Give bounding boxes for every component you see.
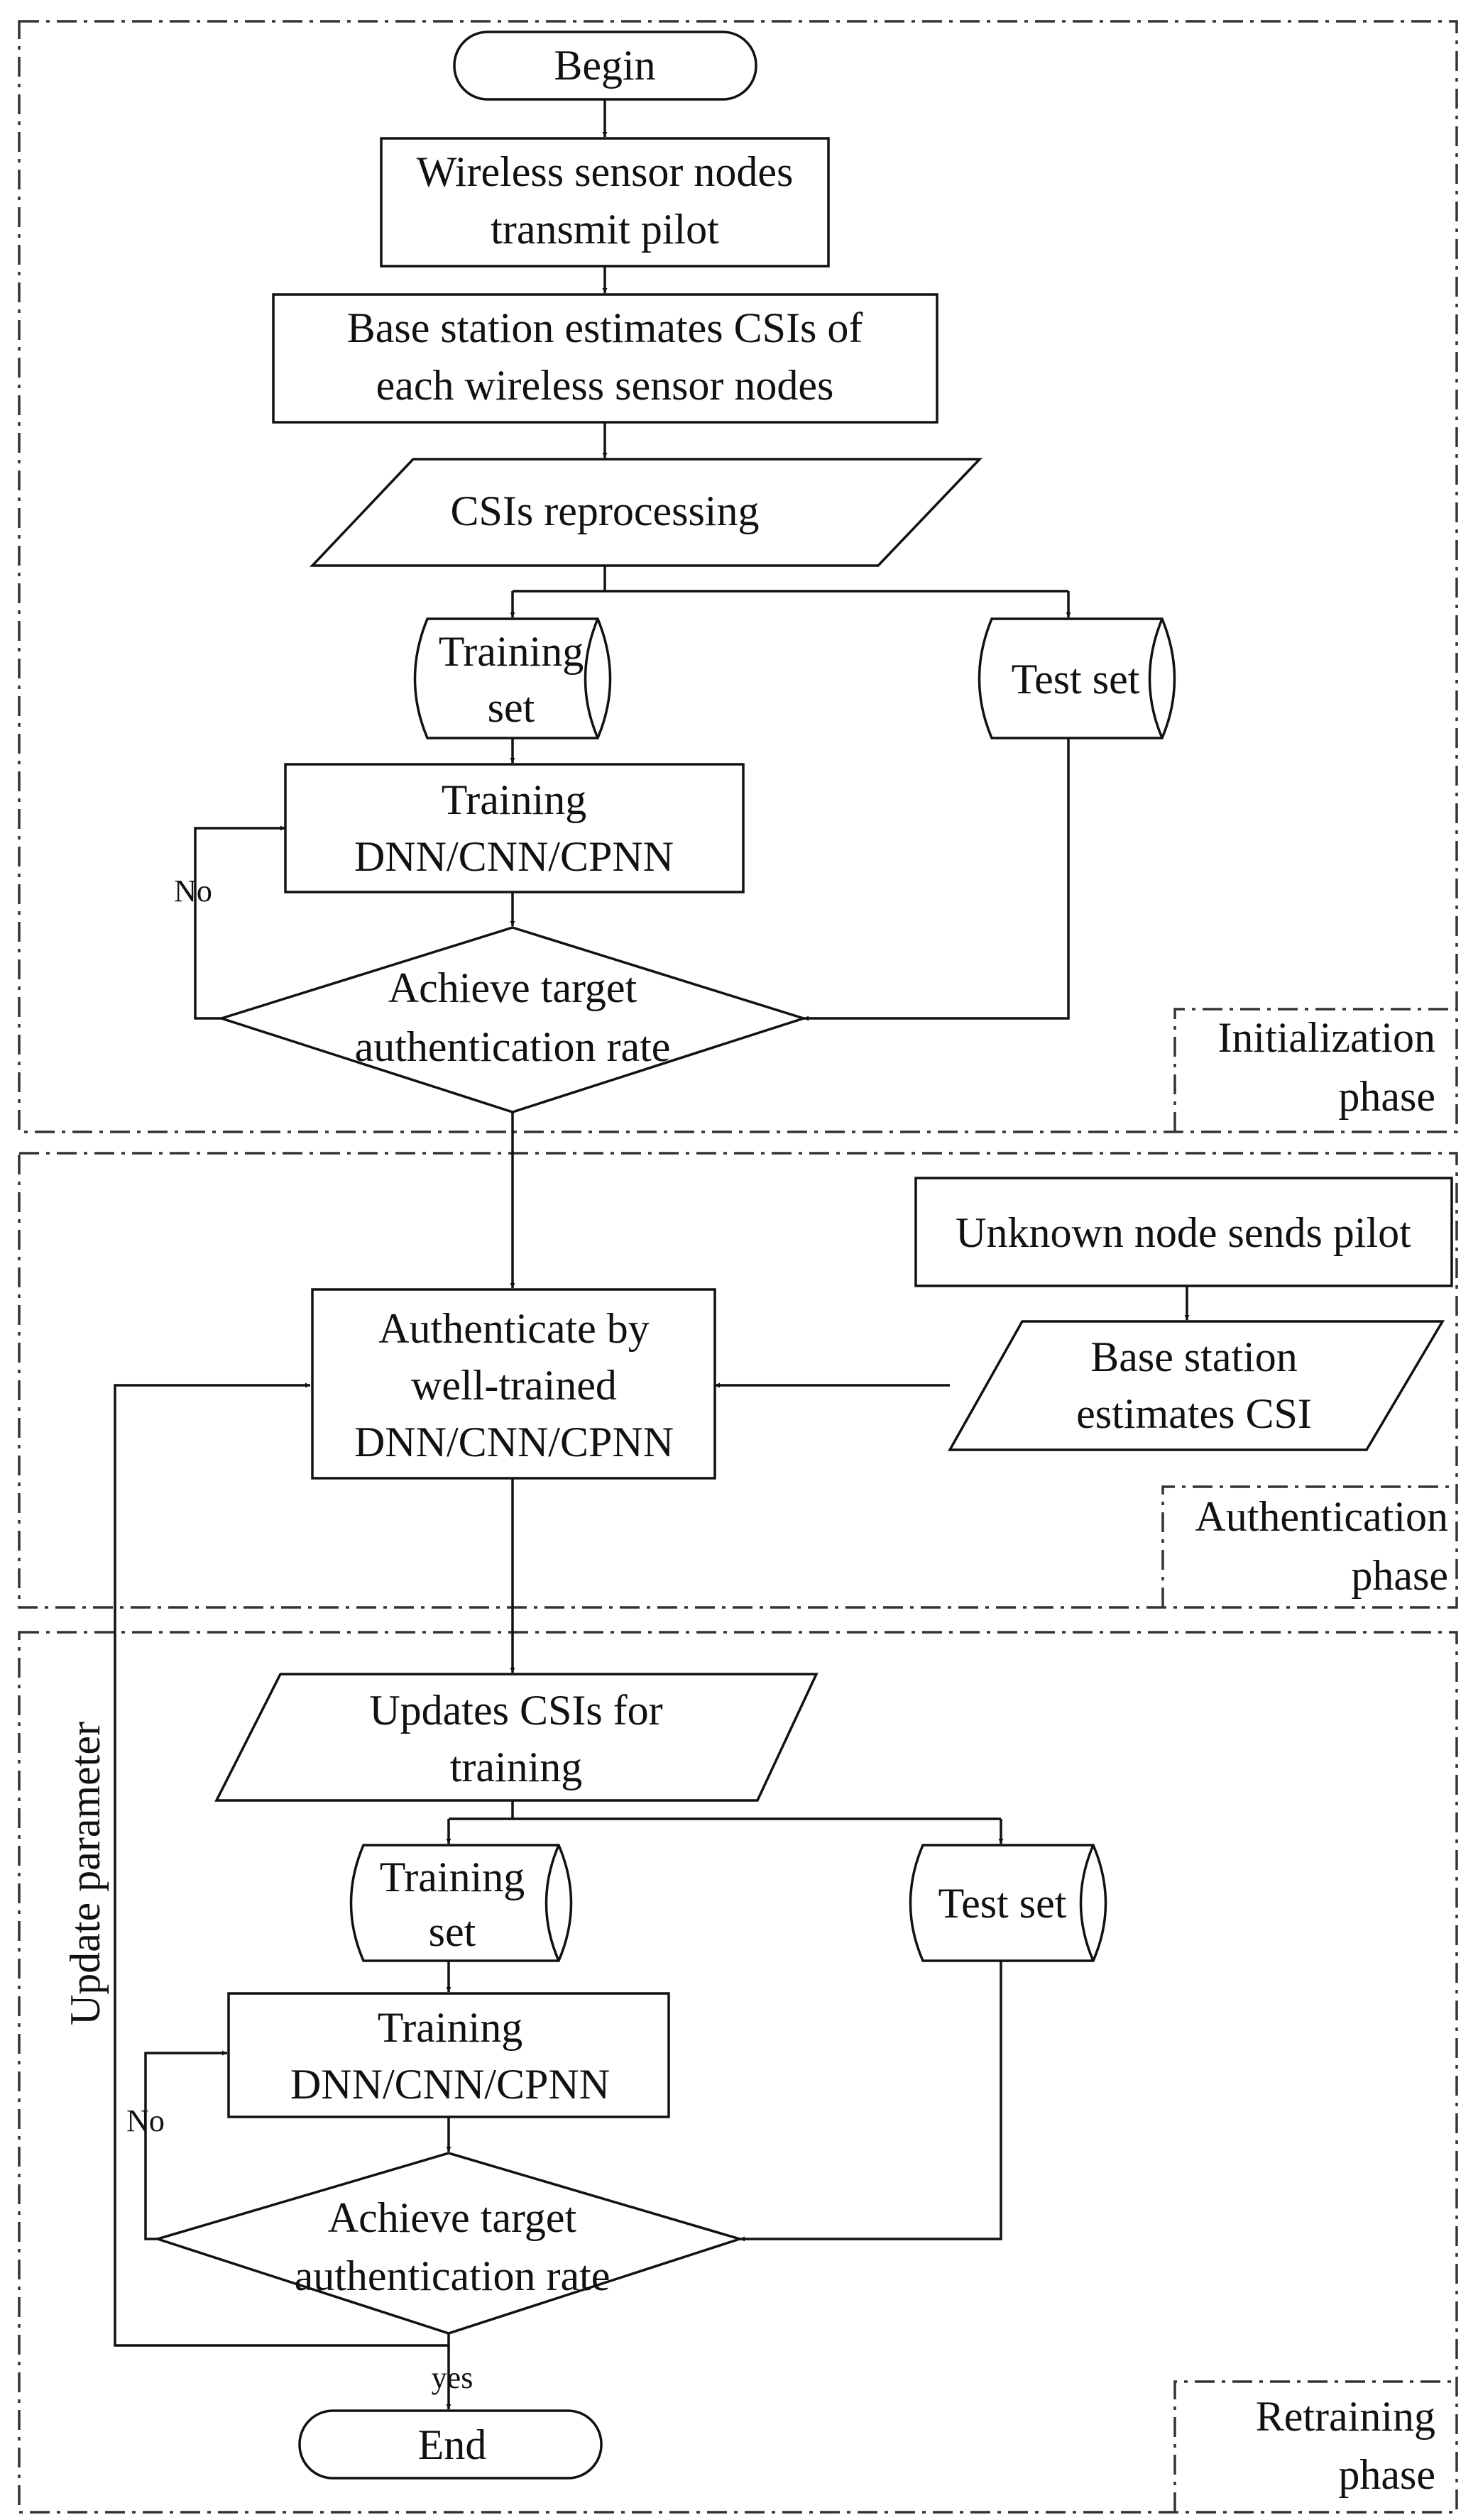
split-line-init bbox=[513, 566, 1068, 593]
step2-line2: each wireless sensor nodes bbox=[376, 362, 834, 409]
authenticate-line3: DNN/CNN/CPNN bbox=[354, 1419, 674, 1465]
decision-retrain-line1: Achieve target bbox=[328, 2194, 577, 2241]
begin-label: Begin bbox=[554, 42, 655, 89]
preprocess-label: CSIs reprocessing bbox=[451, 488, 760, 534]
authenticate-step bbox=[311, 1288, 716, 1480]
authentication-phase-frame bbox=[18, 1152, 1458, 1609]
authenticate-line2: well-trained bbox=[411, 1362, 617, 1409]
no-label-init: No bbox=[174, 874, 212, 908]
estimate-csi-line1: Base station bbox=[1090, 1333, 1298, 1380]
initialization-phase-frame bbox=[18, 20, 1458, 1133]
authentication-label-box bbox=[1161, 1485, 1457, 1607]
retraining-phase-line1: Retraining bbox=[1256, 2393, 1435, 2440]
arrow-test-set-to-decision-retrain bbox=[740, 1961, 1002, 2242]
step1-line1: Wireless sensor nodes bbox=[417, 148, 794, 195]
unknown-node-step bbox=[914, 1177, 1453, 1287]
training-model-retrain bbox=[227, 1992, 670, 2118]
decision-retrain-line2: authentication rate bbox=[295, 2252, 611, 2299]
update-parameter-label: Update parameter bbox=[62, 1722, 109, 2025]
initialization-label-box bbox=[1173, 1008, 1457, 1132]
decision-target-rate-init bbox=[217, 926, 808, 1113]
estimate-csi-line2: estimates CSI bbox=[1076, 1390, 1312, 1437]
test-set-retrain-label: Test set bbox=[938, 1880, 1067, 1927]
split-line-retrain bbox=[449, 1800, 1001, 1820]
initialization-phase-line1: Initialization bbox=[1217, 1014, 1435, 1061]
decision-init-line1: Achieve target bbox=[388, 964, 637, 1011]
retraining-phase-line2: phase bbox=[1338, 2451, 1435, 2498]
decision-init-line2: authentication rate bbox=[355, 1023, 671, 1070]
train-model-retrain-line2: DNN/CNN/CPNN bbox=[290, 2061, 610, 2108]
train-model-init-line2: DNN/CNN/CPNN bbox=[354, 833, 674, 880]
training-set-init-line2: set bbox=[488, 684, 535, 731]
estimate-csi-io bbox=[948, 1320, 1445, 1451]
update-csis-line1: Updates CSIs for bbox=[369, 1687, 662, 1734]
initialization-phase-line2: phase bbox=[1338, 1073, 1435, 1120]
arrow-update-parameter-loop bbox=[114, 1382, 450, 2347]
step1-line2: transmit pilot bbox=[491, 206, 719, 253]
training-model-init bbox=[284, 763, 745, 893]
train-model-init-line1: Training bbox=[442, 776, 587, 823]
yes-label: yes bbox=[432, 2360, 473, 2395]
retraining-label-box bbox=[1173, 2380, 1457, 2512]
decision-target-rate-retrain bbox=[153, 2152, 744, 2335]
end-terminal bbox=[298, 2409, 603, 2480]
begin-terminal bbox=[453, 31, 757, 101]
update-csis-line2: training bbox=[450, 1744, 583, 1790]
train-model-retrain-line1: Training bbox=[378, 2004, 523, 2051]
arrow-no-loop-retrain bbox=[144, 2050, 227, 2240]
arrow-no-loop-init bbox=[194, 825, 285, 1020]
no-label-retrain: No bbox=[126, 2103, 165, 2138]
update-csis-io bbox=[214, 1673, 819, 1802]
arrow-test-set-to-decision-init bbox=[804, 738, 1070, 1021]
training-set-storage-init-edge bbox=[584, 618, 599, 739]
retraining-phase-frame bbox=[18, 1631, 1458, 2514]
training-set-retrain-line1: Training bbox=[380, 1854, 525, 1900]
training-set-retrain-line2: set bbox=[429, 1908, 476, 1955]
authenticate-line1: Authenticate by bbox=[378, 1305, 650, 1352]
end-label: End bbox=[418, 2421, 487, 2468]
step-estimate-csis bbox=[272, 293, 938, 424]
unknown-node-label: Unknown node sends pilot bbox=[956, 1209, 1411, 1256]
step2-line1: Base station estimates CSIs of bbox=[347, 304, 863, 351]
csi-preprocessing-io bbox=[309, 458, 983, 567]
training-set-init-line1: Training bbox=[439, 628, 584, 675]
test-set-init-label: Test set bbox=[1012, 656, 1140, 703]
step-transmit-pilot bbox=[380, 137, 830, 268]
test-set-storage-init-edge bbox=[1148, 618, 1164, 739]
authentication-phase-line1: Authentication bbox=[1195, 1493, 1448, 1540]
authentication-phase-line2: phase bbox=[1351, 1552, 1448, 1599]
test-set-storage-retrain-edge bbox=[1079, 1844, 1095, 1961]
training-set-storage-retrain-edge bbox=[544, 1844, 560, 1961]
